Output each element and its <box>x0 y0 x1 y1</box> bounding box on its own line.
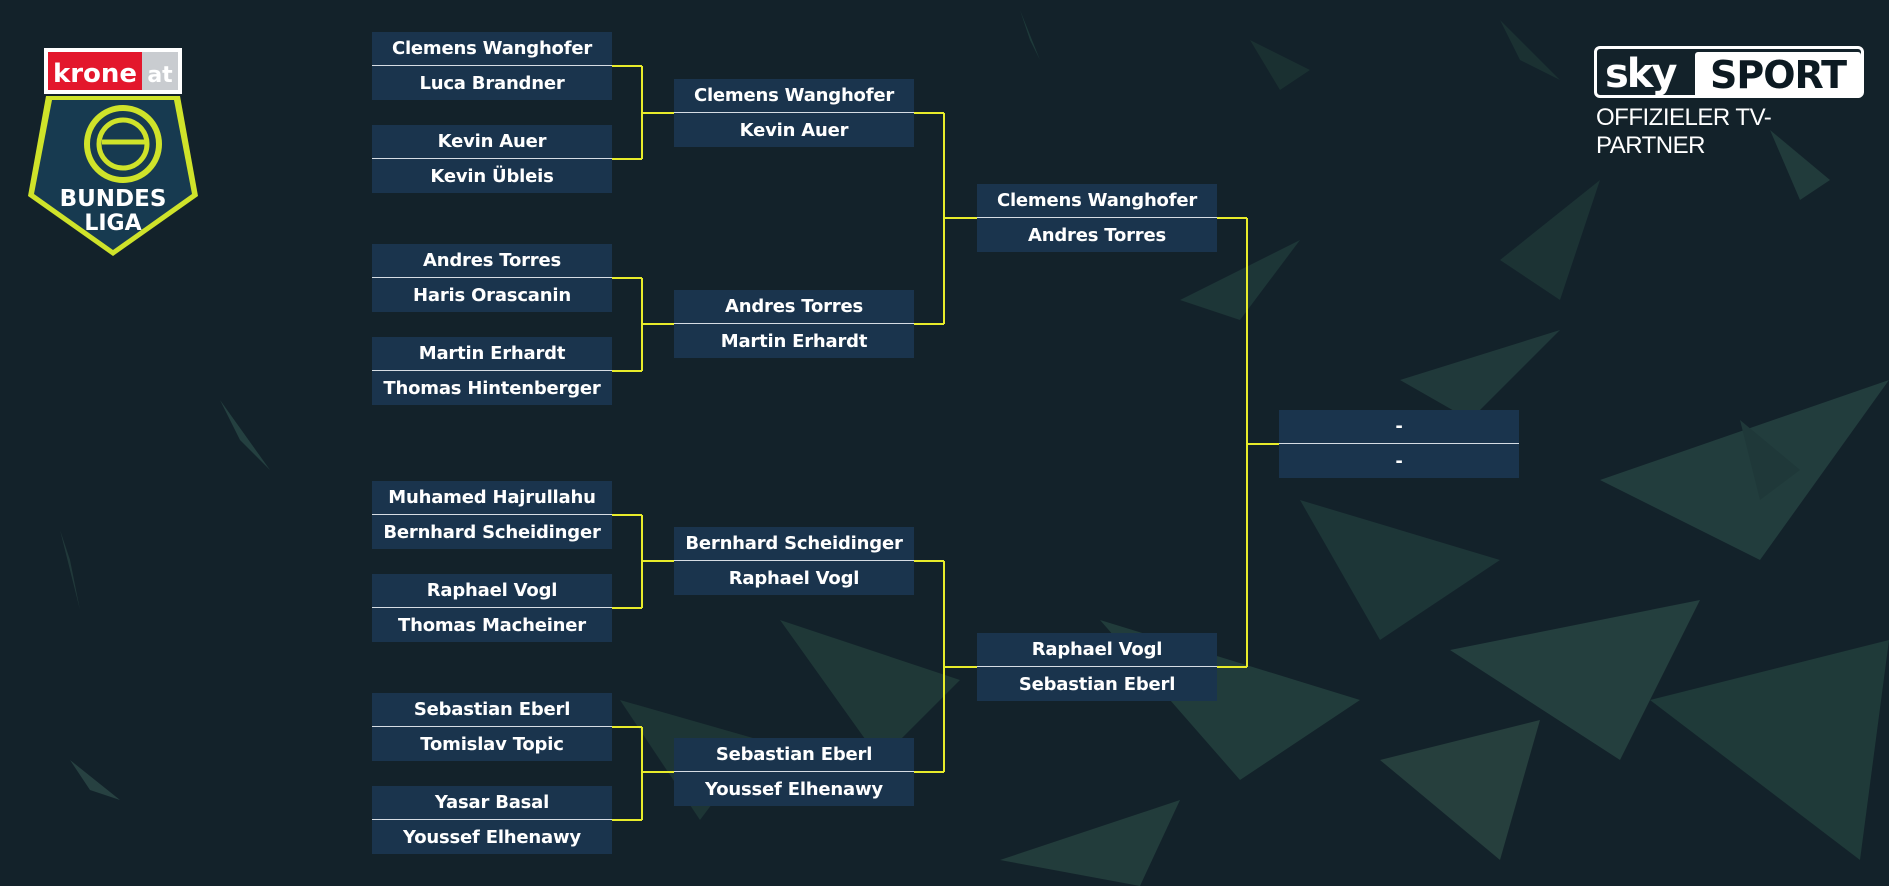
player-slot: Clemens Wanghofer <box>977 184 1217 218</box>
player-slot: Raphael Vogl <box>674 561 914 595</box>
player-slot: Bernhard Scheidinger <box>372 515 612 549</box>
liga-text: LIGA <box>84 211 141 236</box>
player-slot: Raphael Vogl <box>977 633 1217 667</box>
player-slot: Bernhard Scheidinger <box>674 527 914 561</box>
sky-sport-logo: sky SPORT OFFIZIELER TV-PARTNER <box>1594 46 1868 159</box>
player-slot: Sebastian Eberl <box>977 667 1217 701</box>
player-slot: Clemens Wanghofer <box>674 79 914 113</box>
player-slot: Kevin Auer <box>674 113 914 147</box>
player-slot: Thomas Hintenberger <box>372 371 612 405</box>
tv-partner-subtitle: OFFIZIELER TV-PARTNER <box>1596 104 1772 159</box>
player-slot: Yasar Basal <box>372 786 612 820</box>
player-slot: Youssef Elhenawy <box>674 772 914 806</box>
player-slot: - <box>1279 444 1519 478</box>
player-slot: Raphael Vogl <box>372 574 612 608</box>
player-slot: Andres Torres <box>372 244 612 278</box>
player-slot: Sebastian Eberl <box>674 738 914 772</box>
player-slot: Andres Torres <box>674 290 914 324</box>
player-slot: Muhamed Hajrullahu <box>372 481 612 515</box>
player-slot: Clemens Wanghofer <box>372 32 612 66</box>
bundes-text: BUNDES <box>60 186 167 212</box>
player-slot: Andres Torres <box>977 218 1217 252</box>
sky-logo-frame: sky SPORT <box>1594 46 1864 98</box>
player-slot: Tomislav Topic <box>372 727 612 761</box>
player-slot: Thomas Macheiner <box>372 608 612 642</box>
player-slot: Martin Erhardt <box>372 337 612 371</box>
player-slot: Martin Erhardt <box>674 324 914 358</box>
player-slot: - <box>1279 410 1519 444</box>
krone-suffix: at <box>147 63 173 88</box>
player-slot: Youssef Elhenawy <box>372 820 612 854</box>
player-slot: Sebastian Eberl <box>372 693 612 727</box>
krone-text: krone <box>53 59 137 89</box>
player-slot: Kevin Übleis <box>372 159 612 193</box>
sport-word: SPORT <box>1695 52 1861 98</box>
player-slot: Kevin Auer <box>372 125 612 159</box>
player-slot: Luca Brandner <box>372 66 612 100</box>
player-slot: Haris Orascanin <box>372 278 612 312</box>
bundesliga-logo: krone at BUNDES LIGA <box>28 48 198 256</box>
sky-word: sky <box>1605 51 1677 97</box>
